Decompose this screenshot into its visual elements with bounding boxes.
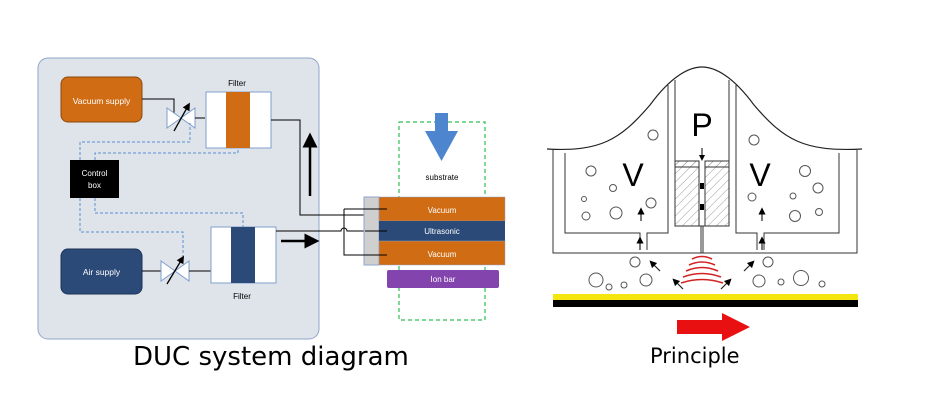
- nozzle-block: [674, 148, 730, 227]
- head-layer-ultrasonic: Ultrasonic: [424, 227, 460, 236]
- pressure-label: P: [691, 107, 712, 143]
- film-top-layer: [553, 294, 858, 300]
- pressure-curve: [546, 66, 863, 151]
- control-box-label-2: box: [88, 181, 101, 190]
- cleaning-head: Vacuum Ultrasonic Vacuum: [344, 196, 506, 266]
- airflow-arrows: [636, 207, 766, 290]
- ion-bar: Ion bar: [387, 270, 499, 288]
- vacuum-right-label: V: [749, 157, 771, 193]
- substrate-direction-arrow: [425, 113, 458, 161]
- head-layer-vacuum-top: Vacuum: [428, 206, 457, 215]
- filter-top-label: Filter: [228, 79, 246, 88]
- valve-top-icon: [166, 102, 196, 132]
- air-supply-box: Air supply: [60, 248, 143, 295]
- principle-diagram: [546, 66, 863, 254]
- filter-bottom-label: Filter: [233, 292, 251, 301]
- ultrasonic-waves: [680, 255, 724, 284]
- vacuum-supply-box: Vacuum supply: [60, 76, 143, 123]
- motion-arrow: [677, 313, 750, 341]
- filter-top: [205, 91, 272, 149]
- film-bottom-layer: [553, 300, 858, 307]
- valve-bottom-icon: [160, 255, 190, 285]
- substrate-label: substrate: [426, 173, 459, 182]
- control-box-label-1: Control: [82, 169, 108, 178]
- particles: [581, 129, 826, 291]
- head-layer-vacuum-bottom: Vacuum: [428, 250, 457, 259]
- vacuum-left-label: V: [622, 157, 644, 193]
- air-supply-label: Air supply: [83, 267, 121, 277]
- ion-bar-label: Ion bar: [431, 275, 456, 284]
- control-signal-lines: [79, 123, 244, 262]
- control-box: Control box: [70, 160, 119, 198]
- principle-caption: Principle: [650, 344, 740, 368]
- system-diagram-caption: DUC system diagram: [133, 342, 409, 372]
- vacuum-supply-label: Vacuum supply: [73, 96, 131, 106]
- filter-bottom: [210, 226, 277, 284]
